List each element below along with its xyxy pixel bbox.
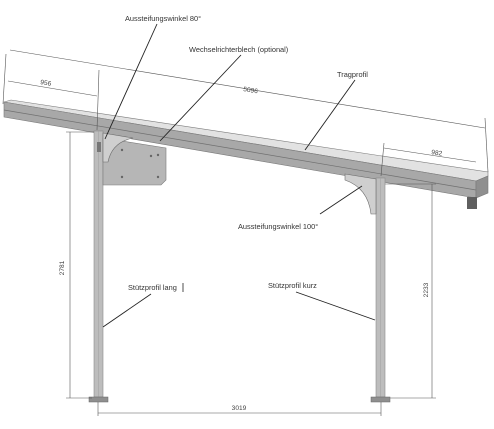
long-post bbox=[88, 130, 109, 403]
brace-80-bracket bbox=[97, 132, 134, 163]
label-carrier-profile: Tragprofil bbox=[337, 70, 368, 79]
carrier-profile-beam bbox=[3, 99, 489, 209]
leader-brace-80 bbox=[104, 23, 158, 140]
leader-post-short bbox=[295, 291, 376, 321]
beam-end-cap bbox=[467, 197, 477, 209]
dimension-front-overhang: 956 bbox=[2, 53, 100, 131]
label-brace-100: Aussteifungswinkel 100° bbox=[238, 222, 318, 231]
post-spacing-value: 3019 bbox=[232, 405, 247, 412]
label-post-short: Stützprofil kurz bbox=[268, 281, 317, 290]
front-overhang-value: 956 bbox=[40, 79, 52, 88]
short-post-height-value: 2233 bbox=[423, 282, 430, 297]
long-post-height-value: 2781 bbox=[59, 260, 66, 275]
label-post-long: Stützprofil lang bbox=[128, 283, 177, 292]
dimension-beam-length: 5096 bbox=[9, 49, 489, 173]
leader-brace-100 bbox=[319, 185, 363, 215]
dimension-short-post-height: 2233 bbox=[385, 183, 436, 399]
label-inverter-plate: Wechselrichterblech (optional) bbox=[189, 45, 288, 54]
short-post bbox=[370, 177, 391, 403]
brace-100-bracket bbox=[344, 173, 377, 215]
leader-post-long bbox=[102, 293, 152, 328]
leader-inverter-plate bbox=[159, 54, 242, 142]
label-brace-80: Aussteifungswinkel 80° bbox=[125, 14, 201, 23]
dimension-rear-overhang: 982 bbox=[380, 142, 477, 177]
long-post-foot-plate bbox=[88, 396, 109, 403]
short-post-foot-plate bbox=[370, 396, 391, 403]
leader-carrier-profile bbox=[304, 79, 356, 151]
rear-overhang-value: 982 bbox=[431, 149, 443, 158]
beam-length-value: 5096 bbox=[243, 86, 259, 95]
dimension-long-post-height: 2781 bbox=[59, 131, 94, 399]
dimension-post-spacing: 3019 bbox=[97, 402, 382, 416]
inverter-plate bbox=[102, 137, 167, 186]
